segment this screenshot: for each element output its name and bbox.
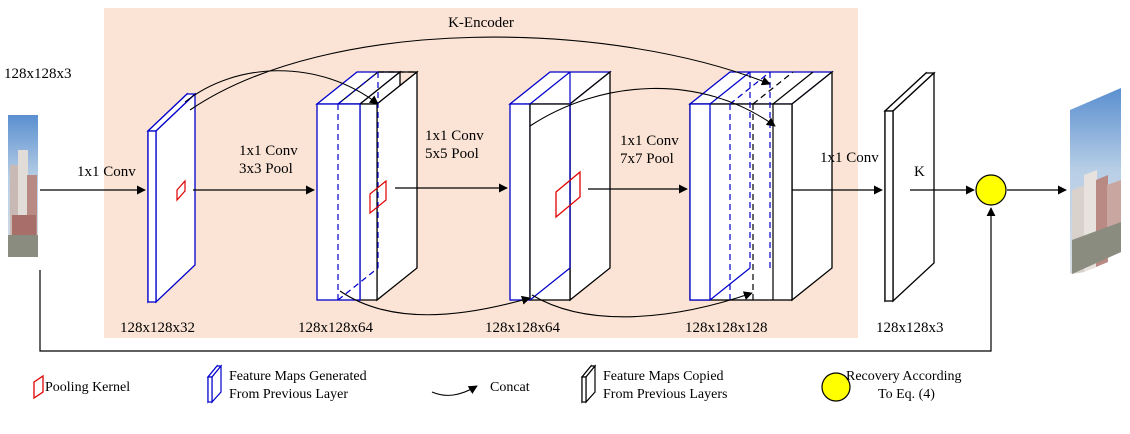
feature-block-k xyxy=(883,71,936,303)
b3-label-line1: 1x1 Conv xyxy=(620,133,679,149)
dim-label-5: 128x128x3 xyxy=(876,320,944,336)
output-image xyxy=(1070,88,1121,274)
feature-block-1 xyxy=(146,92,197,304)
legend-concat-label: Concat xyxy=(490,380,530,395)
concat-b1-to-b4 xyxy=(189,36,771,111)
conv-out-label: 1x1 Conv xyxy=(820,150,879,166)
pooling-kernel-3 xyxy=(555,170,581,219)
b1-label-line2: 3x3 Pool xyxy=(239,161,293,177)
concat-b2-to-b3 xyxy=(339,290,531,316)
concat-b1-to-b2 xyxy=(184,70,379,105)
dim-label-1: 128x128x32 xyxy=(120,320,195,336)
legend-pooling-label: Pooling Kernel xyxy=(45,380,130,395)
recovery-circle xyxy=(975,174,1007,206)
legend-recovery-line1: Recovery According xyxy=(846,369,961,384)
input-size-label: 128x128x3 xyxy=(4,66,72,82)
concat-b3-to-b4-top xyxy=(529,87,776,127)
b1-label-line1: 1x1 Conv xyxy=(239,143,298,159)
pooling-kernel-icon xyxy=(33,374,44,400)
legend-copied-line2: From Previous Layers xyxy=(603,387,727,402)
concat-b3-to-b4-bottom xyxy=(531,291,753,318)
feature-block-3 xyxy=(508,70,612,302)
recovery-circle-icon xyxy=(821,372,851,402)
legend: Pooling Kernel Feature Maps Generated Fr… xyxy=(33,364,961,404)
pooling-kernel-1 xyxy=(176,179,186,202)
b2-label-line1: 1x1 Conv xyxy=(425,128,484,144)
skip-connection xyxy=(39,207,996,352)
pooling-kernel-2 xyxy=(369,179,387,215)
input-image xyxy=(8,115,38,257)
concat-arrow-icon xyxy=(431,385,478,396)
b3-label-line2: 7x7 Pool xyxy=(620,151,674,167)
legend-generated-line2: From Previous Layer xyxy=(229,387,348,402)
dim-label-3: 128x128x64 xyxy=(485,320,561,336)
conv1-label: 1x1 Conv xyxy=(77,164,136,180)
feature-map-generated-icon xyxy=(206,364,223,404)
encoder-title: K-Encoder xyxy=(448,15,514,31)
feature-block-4 xyxy=(688,70,834,302)
k-label: K xyxy=(914,164,925,180)
feature-map-copied-icon xyxy=(580,364,597,404)
b2-label-line2: 5x5 Pool xyxy=(425,146,479,162)
legend-copied-line1: Feature Maps Copied xyxy=(603,369,724,384)
legend-generated-line1: Feature Maps Generated xyxy=(229,369,367,384)
legend-recovery-line2: To Eq. (4) xyxy=(878,387,935,402)
dim-label-4: 128x128x128 xyxy=(685,320,768,336)
feature-block-2 xyxy=(315,70,419,302)
dim-label-2: 128x128x64 xyxy=(298,320,374,336)
